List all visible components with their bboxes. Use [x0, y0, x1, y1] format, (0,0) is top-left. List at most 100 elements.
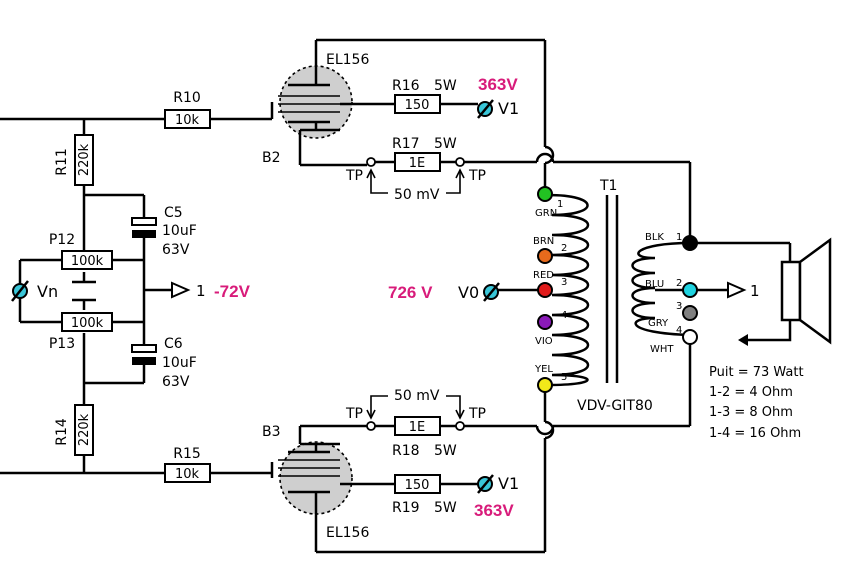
svg-text:63V: 63V [162, 242, 190, 258]
transformer-t1: T1 VDV-GIT80 [547, 162, 792, 414]
svg-text:R14: R14 [54, 418, 70, 446]
svg-text:V1: V1 [498, 99, 519, 118]
svg-text:4: 4 [676, 325, 682, 336]
resistor-r19: 150 R19 5W [392, 474, 478, 516]
tube-bottom: EL156 B3 [262, 424, 395, 552]
svg-text:P12: P12 [49, 232, 75, 248]
svg-text:50 mV: 50 mV [394, 388, 440, 404]
primary-tap-4: VIO 4 [535, 310, 567, 347]
svg-text:B2: B2 [262, 150, 281, 166]
v1-top-testpoint: V1 363V [477, 75, 519, 119]
svg-text:1E: 1E [409, 420, 426, 435]
bias-network [0, 117, 272, 475]
svg-text:V1: V1 [498, 474, 519, 493]
svg-text:1: 1 [196, 282, 206, 300]
svg-text:1: 1 [676, 232, 682, 243]
svg-text:R18: R18 [392, 443, 420, 459]
v1-bottom-testpoint: V1 363V [474, 474, 519, 520]
svg-text:5W: 5W [434, 136, 457, 152]
svg-text:10k: 10k [175, 467, 200, 482]
resistor-r17: 1E R17 5W TP TP 50 mV [345, 136, 690, 203]
svg-text:VDV-GIT80: VDV-GIT80 [577, 398, 653, 414]
svg-text:R15: R15 [173, 446, 201, 462]
svg-text:100k: 100k [71, 316, 104, 331]
svg-text:R19: R19 [392, 500, 420, 516]
svg-text:4: 4 [561, 310, 567, 321]
svg-text:V0: V0 [458, 283, 479, 302]
svg-text:3: 3 [676, 301, 682, 312]
vn-testpoint: Vn [11, 280, 58, 302]
svg-text:EL156: EL156 [326, 525, 369, 541]
svg-text:10k: 10k [175, 113, 200, 128]
pot-wiper-cap [72, 280, 96, 302]
tube-top: EL156 B2 [262, 40, 395, 166]
svg-text:R16: R16 [392, 78, 420, 94]
svg-text:GRY: GRY [648, 318, 669, 329]
svg-text:P13: P13 [49, 336, 75, 352]
svg-text:150: 150 [405, 98, 430, 113]
svg-text:363V: 363V [474, 501, 514, 520]
secondary-tap-2: BLU 2 1 [645, 278, 760, 300]
svg-text:100k: 100k [71, 254, 104, 269]
potentiometer-p13: 100k P13 [49, 312, 113, 352]
primary-tap-5: YEL 5 [534, 364, 567, 393]
svg-text:363V: 363V [478, 75, 518, 94]
svg-text:TP: TP [345, 168, 363, 184]
svg-text:1-3 = 8 Ohm: 1-3 = 8 Ohm [709, 405, 793, 420]
svg-text:RED: RED [533, 270, 554, 281]
svg-text:GRN: GRN [535, 208, 557, 219]
secondary-tap-1: BLK 1 [645, 232, 698, 251]
resistor-r14: 220k R14 [54, 404, 94, 456]
resistor-r11: 220k R11 [54, 134, 94, 186]
svg-text:BLU: BLU [645, 279, 664, 290]
resistor-r18: 1E R18 5W TP TP 50 mV [345, 337, 692, 459]
svg-text:1-4 = 16 Ohm: 1-4 = 16 Ohm [709, 426, 801, 441]
svg-text:220k: 220k [77, 143, 92, 176]
svg-text:BLK: BLK [645, 232, 664, 243]
svg-text:VIO: VIO [535, 336, 553, 347]
svg-text:C6: C6 [164, 336, 183, 352]
svg-text:T1: T1 [599, 178, 617, 194]
svg-text:BRN: BRN [533, 236, 554, 247]
capacitor-c5: C5 10uF 63V [131, 205, 197, 258]
primary-tap-3: RED 3 [495, 270, 567, 298]
resistor-r10: 10k R10 [164, 90, 211, 129]
svg-text:3: 3 [561, 277, 567, 288]
svg-text:1E: 1E [409, 156, 426, 171]
svg-text:726 V: 726 V [388, 283, 433, 302]
svg-text:2: 2 [676, 278, 682, 289]
svg-text:5: 5 [561, 372, 567, 383]
resistor-r15: 10k R15 [164, 446, 211, 483]
svg-text:10uF: 10uF [162, 223, 197, 239]
svg-text:63V: 63V [162, 374, 190, 390]
svg-text:TP: TP [468, 168, 486, 184]
bias-output-arrow: 1 -72V [171, 281, 251, 301]
svg-text:C5: C5 [164, 205, 183, 221]
svg-text:B3: B3 [262, 424, 281, 440]
svg-text:10uF: 10uF [162, 355, 197, 371]
svg-text:1: 1 [750, 282, 760, 300]
svg-text:WHT: WHT [650, 344, 674, 355]
potentiometer-p12: 100k P12 [49, 232, 113, 270]
svg-text:TP: TP [468, 406, 486, 422]
svg-text:1-2 = 4 Ohm: 1-2 = 4 Ohm [709, 385, 793, 400]
svg-text:R17: R17 [392, 136, 420, 152]
svg-text:-72V: -72V [214, 282, 251, 301]
svg-text:EL156: EL156 [326, 52, 369, 68]
svg-text:5W: 5W [434, 443, 457, 459]
secondary-tap-3: GRY 3 [648, 301, 698, 329]
svg-text:Puit = 73 Watt: Puit = 73 Watt [709, 365, 804, 380]
svg-text:5W: 5W [434, 78, 457, 94]
secondary-tap-4: WHT 4 [650, 325, 698, 355]
speaker-icon [738, 237, 832, 346]
primary-tap-2: BRN 2 [533, 236, 567, 264]
svg-text:50 mV: 50 mV [394, 187, 440, 203]
svg-text:Vn: Vn [37, 282, 58, 301]
capacitor-c6: C6 10uF 63V [131, 336, 197, 390]
specs-notes: Puit = 73 Watt 1-2 = 4 Ohm 1-3 = 8 Ohm 1… [709, 365, 804, 441]
svg-text:5W: 5W [434, 500, 457, 516]
svg-text:2: 2 [561, 243, 567, 254]
resistor-r16: 150 R16 5W [392, 78, 478, 114]
svg-text:YEL: YEL [534, 364, 553, 375]
